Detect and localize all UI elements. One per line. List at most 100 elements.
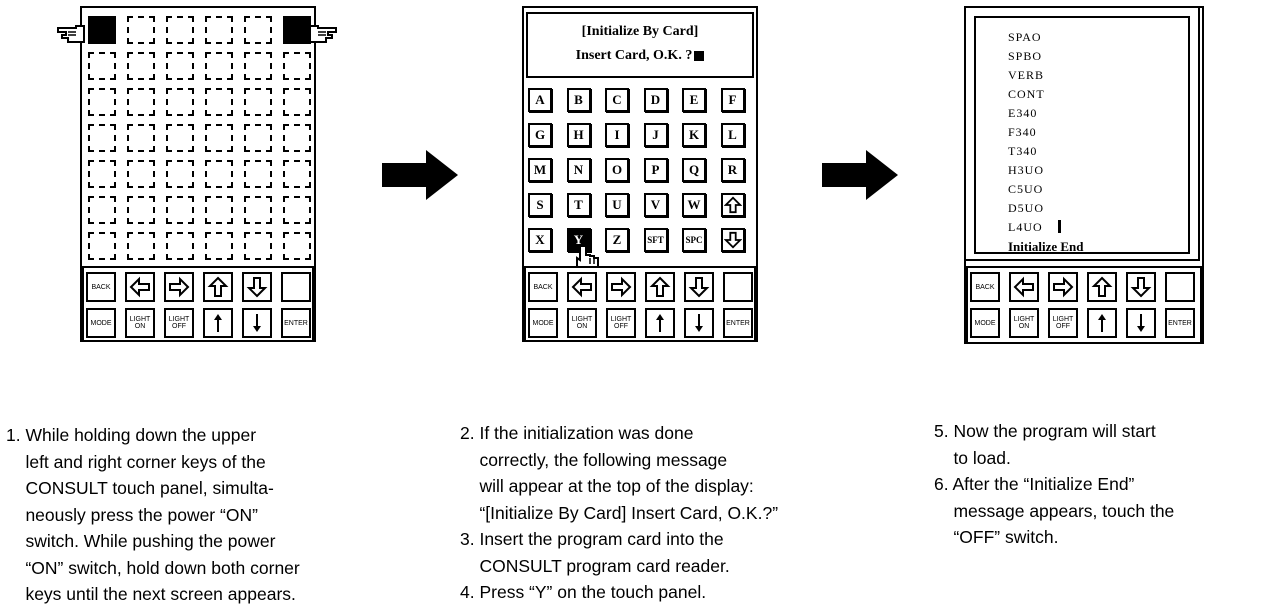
grid-key[interactable]	[244, 16, 272, 44]
grid-key[interactable]	[166, 124, 194, 152]
grid-key[interactable]	[244, 232, 272, 260]
cursor-right-key[interactable]	[164, 272, 194, 302]
key-r[interactable]: R	[720, 158, 745, 182]
enter-key[interactable]: ENTER	[1165, 308, 1195, 338]
back-key[interactable]: BACK	[86, 272, 116, 302]
light-off-key[interactable]: LIGHT OFF	[606, 308, 636, 338]
corner-key[interactable]	[283, 16, 311, 44]
grid-key[interactable]	[127, 124, 155, 152]
grid-key[interactable]	[127, 196, 155, 224]
grid-key[interactable]	[127, 52, 155, 80]
grid-key[interactable]	[244, 88, 272, 116]
key-m[interactable]: M	[528, 158, 552, 182]
key-x[interactable]: X	[528, 228, 552, 252]
grid-key[interactable]	[244, 196, 272, 224]
grid-key[interactable]	[205, 52, 233, 80]
grid-key[interactable]	[88, 52, 116, 80]
key-c[interactable]: C	[605, 88, 629, 112]
key-o[interactable]: O	[605, 158, 629, 182]
corner-key[interactable]	[88, 16, 116, 44]
grid-key[interactable]	[244, 52, 272, 80]
page-up-key[interactable]	[645, 308, 675, 338]
enter-key[interactable]: ENTER	[281, 308, 311, 338]
grid-key[interactable]	[244, 160, 272, 188]
blank-key[interactable]	[281, 272, 311, 302]
cursor-right-key[interactable]	[606, 272, 636, 302]
light-on-key[interactable]: LIGHT ON	[1009, 308, 1039, 338]
grid-key[interactable]	[205, 88, 233, 116]
grid-key[interactable]	[166, 16, 194, 44]
page-down-key[interactable]	[684, 308, 714, 338]
grid-key[interactable]	[283, 124, 311, 152]
key-sft[interactable]: SFT	[643, 228, 668, 252]
grid-key[interactable]	[127, 232, 155, 260]
key-l[interactable]: L	[720, 123, 745, 147]
key-g[interactable]: G	[528, 123, 552, 147]
grid-key[interactable]	[283, 52, 311, 80]
grid-key[interactable]	[127, 16, 155, 44]
key-b[interactable]: B	[566, 88, 591, 112]
enter-key[interactable]: ENTER	[723, 308, 753, 338]
grid-key[interactable]	[283, 232, 311, 260]
blank-key[interactable]	[1165, 272, 1195, 302]
grid-key[interactable]	[88, 160, 116, 188]
mode-key[interactable]: MODE	[528, 308, 558, 338]
light-on-key[interactable]: LIGHT ON	[567, 308, 597, 338]
page-up-key[interactable]	[203, 308, 233, 338]
key-e[interactable]: E	[682, 88, 706, 112]
key-h[interactable]: H	[566, 123, 591, 147]
grid-key[interactable]	[88, 88, 116, 116]
cursor-down-key[interactable]	[242, 272, 272, 302]
key-a[interactable]: A	[528, 88, 552, 112]
mode-key[interactable]: MODE	[970, 308, 1000, 338]
grid-key[interactable]	[205, 160, 233, 188]
grid-key[interactable]	[88, 232, 116, 260]
blank-key[interactable]	[723, 272, 753, 302]
key-j[interactable]: J	[643, 123, 668, 147]
key-d[interactable]: D	[643, 88, 668, 112]
grid-key[interactable]	[88, 196, 116, 224]
key-z[interactable]: Z	[605, 228, 629, 252]
grid-key[interactable]	[205, 16, 233, 44]
key-w[interactable]: W	[682, 193, 706, 217]
cursor-left-key[interactable]	[567, 272, 597, 302]
grid-key[interactable]	[166, 196, 194, 224]
key-y[interactable]: Y	[566, 228, 591, 252]
light-off-key[interactable]: LIGHT OFF	[1048, 308, 1078, 338]
back-key[interactable]: BACK	[970, 272, 1000, 302]
grid-key[interactable]	[127, 160, 155, 188]
grid-key[interactable]	[166, 160, 194, 188]
arrow-up-key[interactable]	[720, 193, 745, 217]
grid-key[interactable]	[283, 196, 311, 224]
arrow-down-key[interactable]	[720, 228, 745, 252]
cursor-left-key[interactable]	[125, 272, 155, 302]
key-q[interactable]: Q	[682, 158, 706, 182]
grid-key[interactable]	[244, 124, 272, 152]
mode-key[interactable]: MODE	[86, 308, 116, 338]
grid-key[interactable]	[205, 232, 233, 260]
key-s[interactable]: S	[528, 193, 552, 217]
key-f[interactable]: F	[720, 88, 745, 112]
grid-key[interactable]	[88, 124, 116, 152]
key-v[interactable]: V	[643, 193, 668, 217]
key-spc[interactable]: SPC	[682, 228, 706, 252]
page-down-key[interactable]	[1126, 308, 1156, 338]
key-n[interactable]: N	[566, 158, 591, 182]
cursor-left-key[interactable]	[1009, 272, 1039, 302]
cursor-down-key[interactable]	[684, 272, 714, 302]
key-k[interactable]: K	[682, 123, 706, 147]
grid-key[interactable]	[205, 196, 233, 224]
grid-key[interactable]	[166, 232, 194, 260]
cursor-down-key[interactable]	[1126, 272, 1156, 302]
grid-key[interactable]	[127, 88, 155, 116]
page-up-key[interactable]	[1087, 308, 1117, 338]
cursor-right-key[interactable]	[1048, 272, 1078, 302]
key-u[interactable]: U	[605, 193, 629, 217]
grid-key[interactable]	[205, 124, 233, 152]
grid-key[interactable]	[283, 160, 311, 188]
back-key[interactable]: BACK	[528, 272, 558, 302]
grid-key[interactable]	[283, 88, 311, 116]
key-t[interactable]: T	[566, 193, 591, 217]
cursor-up-key[interactable]	[645, 272, 675, 302]
key-i[interactable]: I	[605, 123, 629, 147]
